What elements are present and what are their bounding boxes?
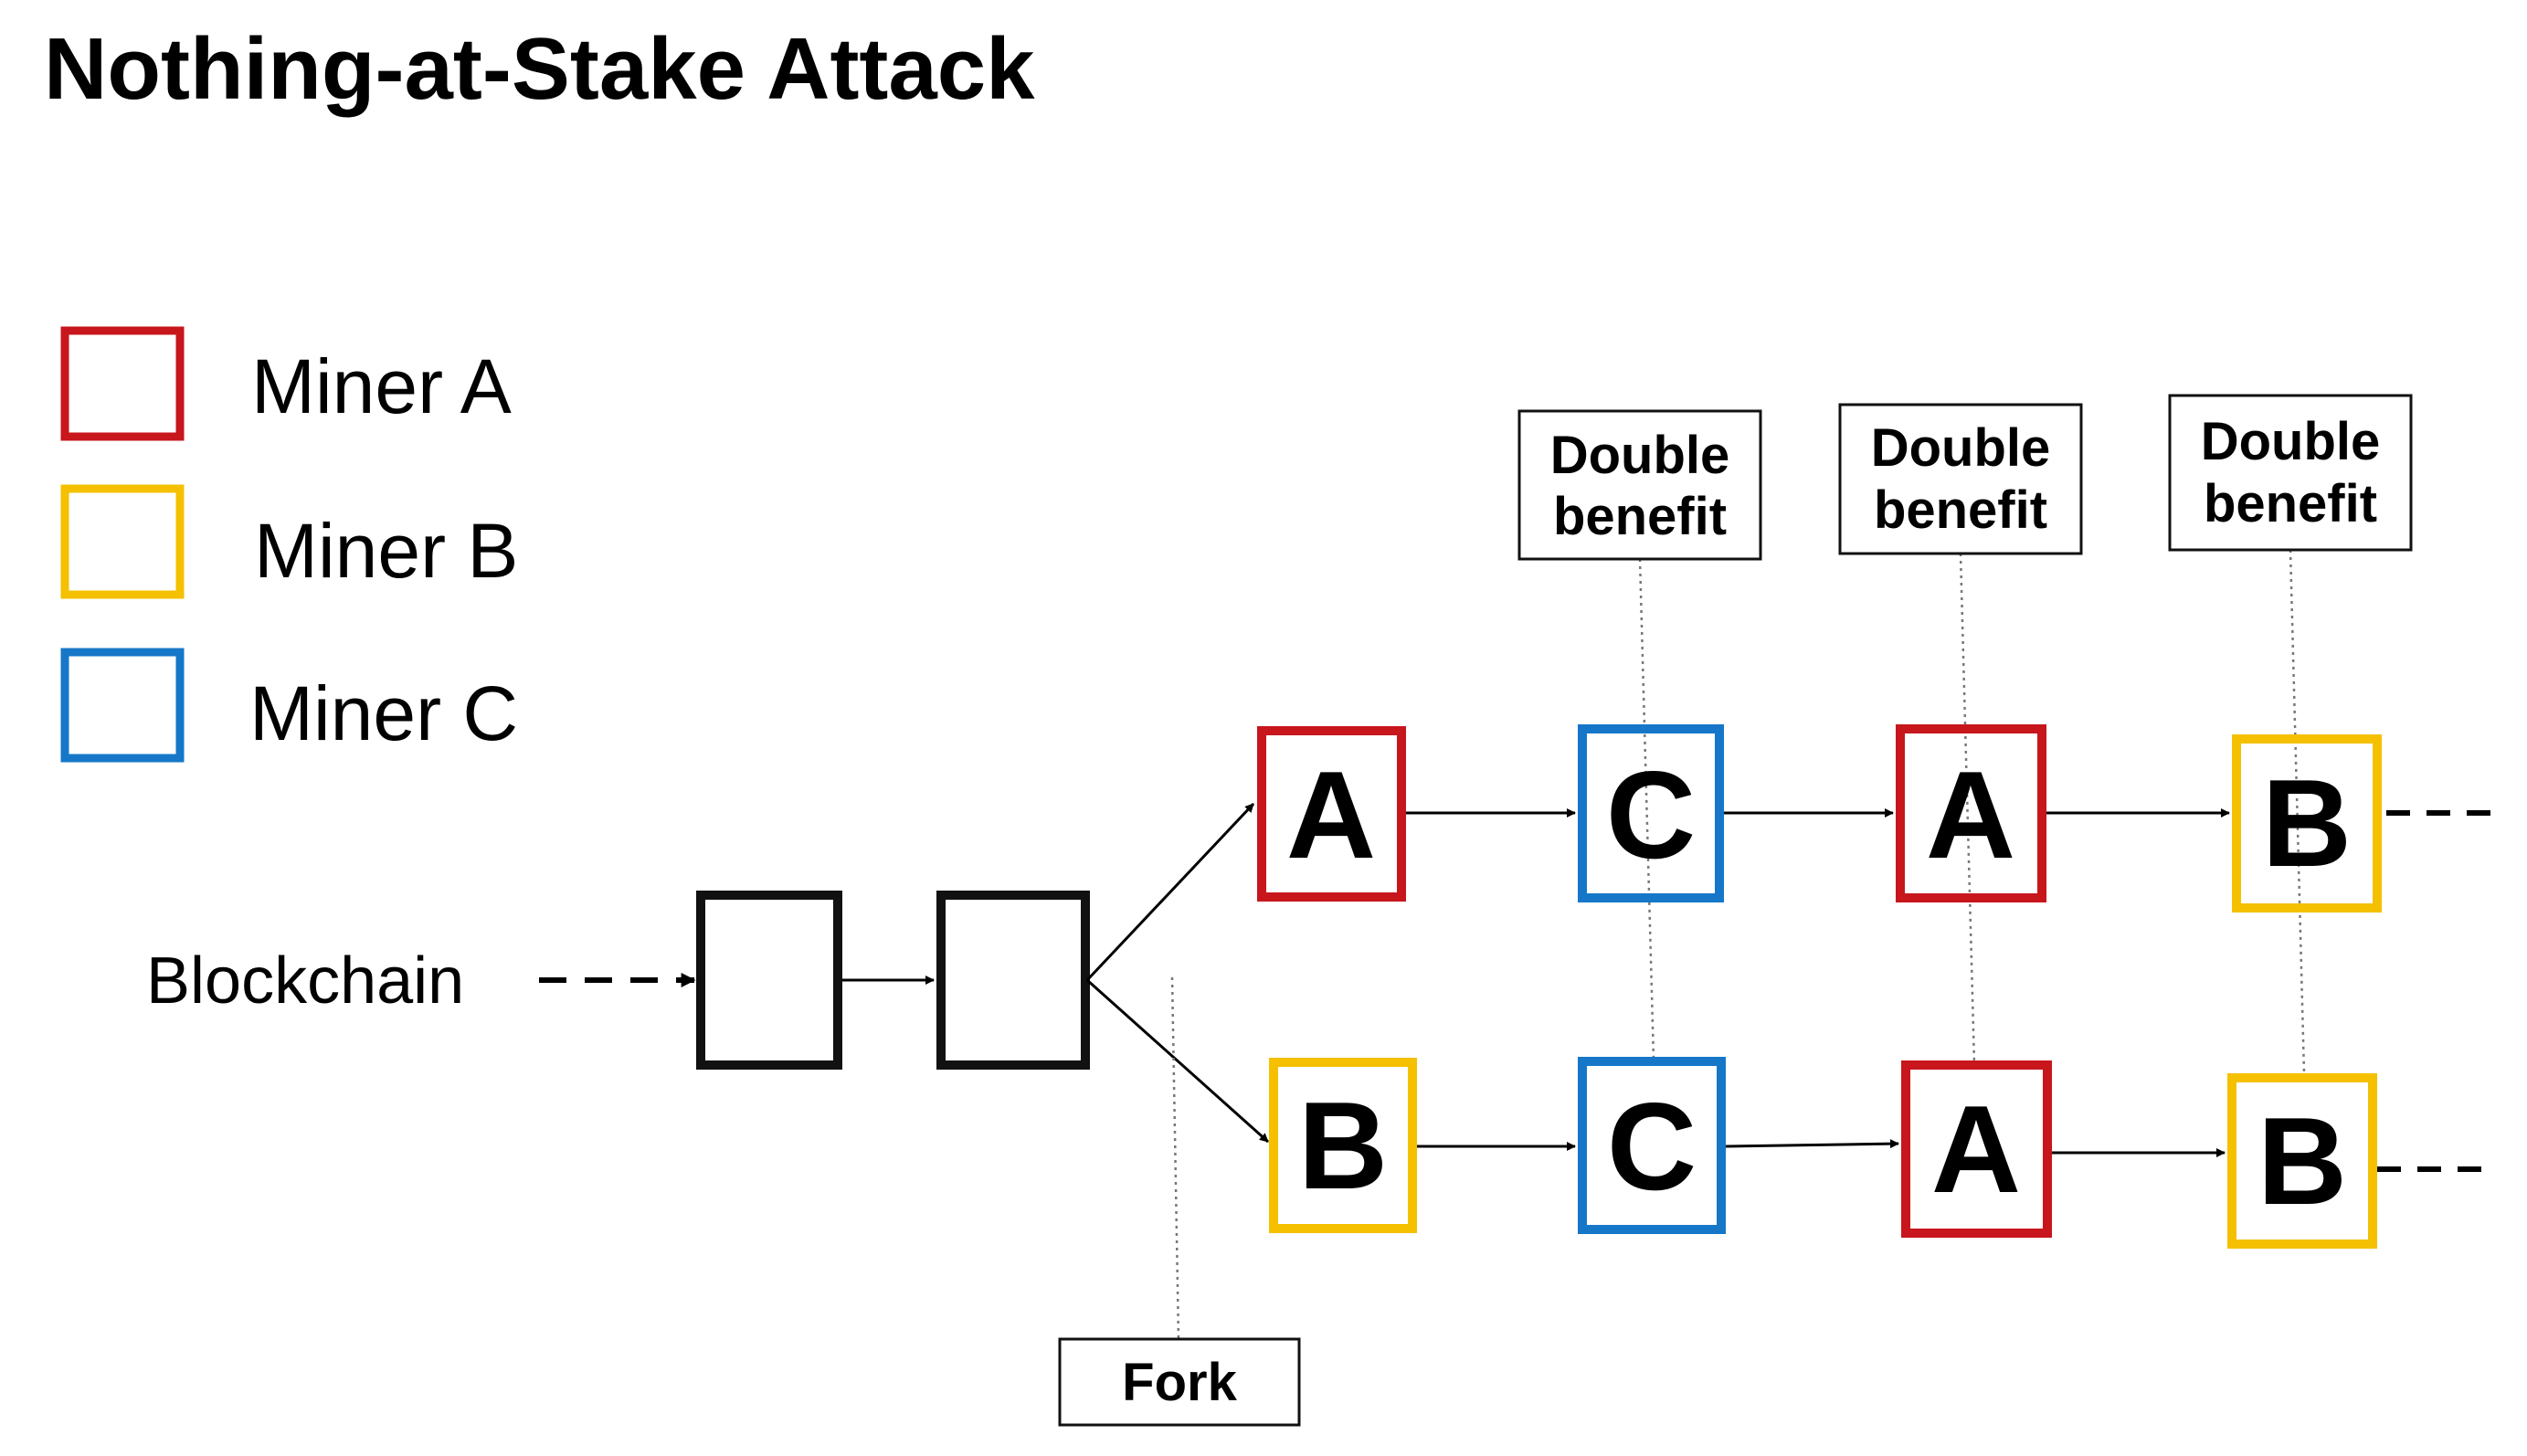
bottom-block-1 bbox=[1269, 1058, 1417, 1233]
top-block-4-letter: B bbox=[2262, 754, 2352, 892]
fork-label: Fork bbox=[1122, 1353, 1237, 1412]
blockchain-label: Blockchain bbox=[146, 944, 464, 1018]
callout-2-line1: Double bbox=[1871, 418, 2051, 478]
callout-1-line2: benefit bbox=[1553, 487, 1727, 546]
legend-swatch-miner-b bbox=[60, 484, 185, 599]
callout-fork: Fork bbox=[1058, 1337, 1301, 1427]
callout-box-2 bbox=[1838, 403, 2083, 555]
top-block-1 bbox=[1257, 726, 1406, 902]
top-branch: A C A B bbox=[1257, 724, 2499, 913]
fork-guide bbox=[1170, 976, 1180, 1340]
legend: Miner A Miner B Miner C bbox=[60, 326, 518, 763]
base-block-2 bbox=[936, 891, 1090, 1070]
guide-lines bbox=[1170, 549, 2306, 1340]
callout-2-line2: benefit bbox=[1874, 480, 2047, 540]
fork-box bbox=[1058, 1337, 1301, 1427]
fork-arrow-top bbox=[1085, 802, 1255, 982]
bottom-block-4-letter: B bbox=[2257, 1092, 2347, 1230]
diagram-title: Nothing-at-Stake Attack bbox=[44, 20, 1035, 118]
bottom-block-4 bbox=[2227, 1073, 2377, 1249]
top-block-4 bbox=[2232, 734, 2382, 913]
bottom-block-1-letter: B bbox=[1298, 1076, 1388, 1215]
base-block-1 bbox=[696, 891, 842, 1070]
callout-3-line1: Double bbox=[2201, 412, 2381, 471]
top-block-2-letter: C bbox=[1606, 745, 1696, 884]
bottom-block-3 bbox=[1901, 1060, 2052, 1238]
top-block-2 bbox=[1578, 724, 1724, 902]
callout-3-line2: benefit bbox=[2204, 474, 2377, 533]
callout-1-line1: Double bbox=[1550, 426, 1730, 485]
legend-swatch-miner-a bbox=[60, 326, 185, 441]
bottom-block-3-letter: A bbox=[1931, 1080, 2021, 1219]
bottom-branch: B C A B bbox=[1269, 1057, 2485, 1249]
callout-guide-1 bbox=[1638, 558, 1655, 1060]
legend-label-miner-a: Miner A bbox=[251, 343, 512, 429]
bottom-block-2 bbox=[1578, 1057, 1726, 1234]
callout-guide-2 bbox=[1959, 553, 1976, 1065]
callout-double-benefit-2: Double benefit bbox=[1838, 403, 2083, 555]
callout-double-benefit-3: Double benefit bbox=[2168, 394, 2413, 552]
callout-box-1 bbox=[1517, 409, 1762, 561]
bottom-link-2 bbox=[1725, 1139, 1899, 1149]
legend-label-miner-b: Miner B bbox=[254, 508, 518, 594]
callout-double-benefit-1: Double benefit bbox=[1517, 409, 1762, 561]
legend-label-miner-c: Miner C bbox=[249, 670, 518, 756]
callout-box-3 bbox=[2168, 394, 2413, 552]
legend-swatch-miner-c bbox=[60, 648, 185, 763]
top-block-1-letter: A bbox=[1286, 745, 1376, 884]
fork-arrow-bottom bbox=[1086, 978, 1269, 1144]
bottom-block-2-letter: C bbox=[1607, 1077, 1697, 1216]
top-block-3-letter: A bbox=[1926, 745, 2015, 884]
top-block-3 bbox=[1896, 724, 2046, 902]
